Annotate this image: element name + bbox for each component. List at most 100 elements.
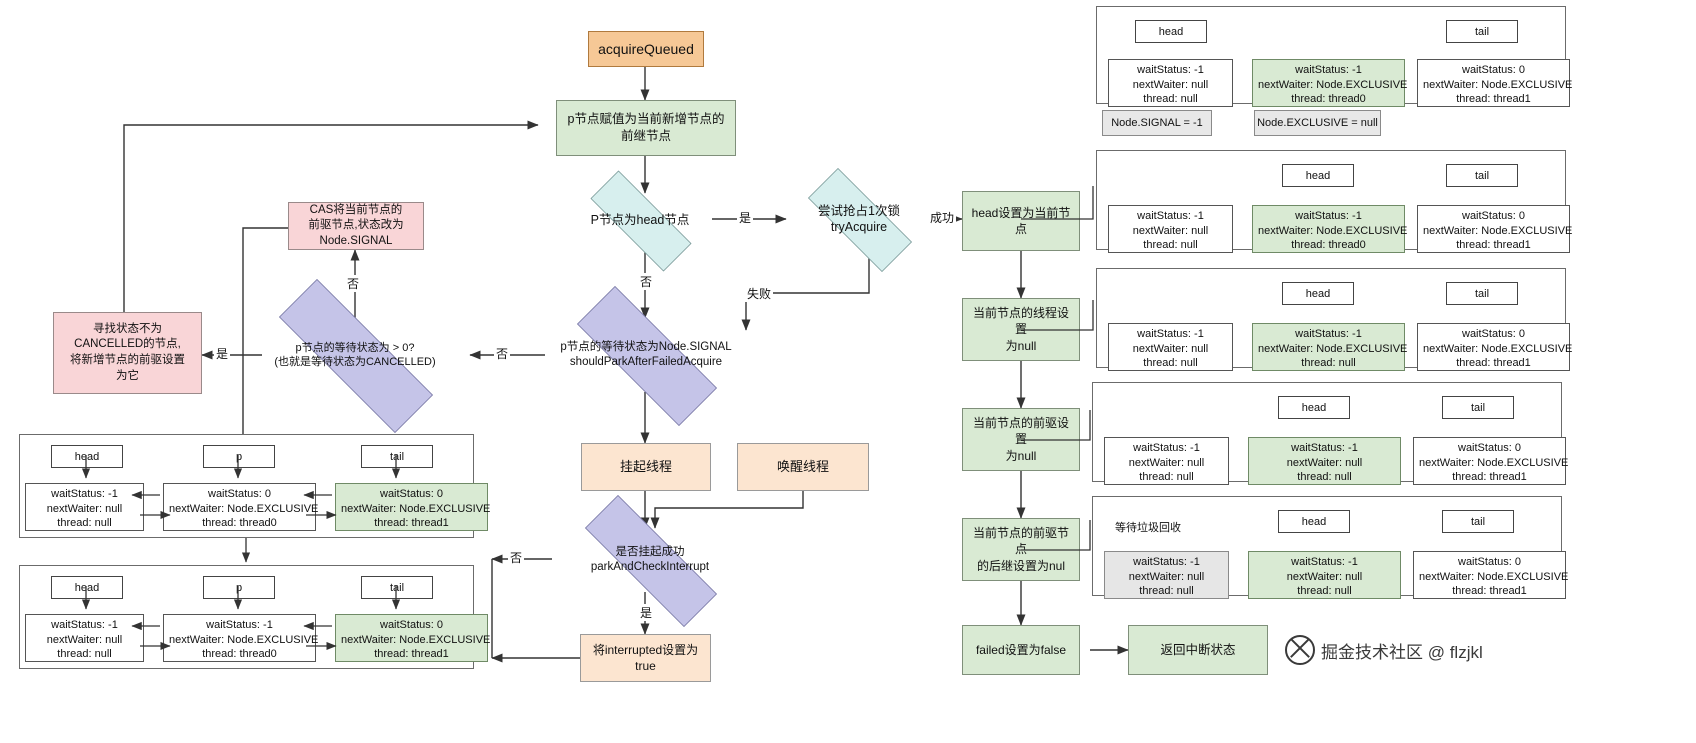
node-return-status[interactable]: 返回中断状态 (1128, 625, 1268, 675)
node-find-not-cancelled-label: 寻找状态不为 CANCELLED的节点, 将新增节点的前驱设置 为它 (70, 322, 185, 382)
cell-nextwaiter: nextWaiter: Node.EXCLUSIVE (341, 633, 491, 646)
edge-label-no-should-park: 否 (494, 345, 511, 362)
pointer-tail-label: tail (1470, 401, 1486, 414)
pointer-tail: tail (1446, 20, 1518, 43)
pointer-head-label: head (1158, 25, 1184, 38)
cell-thread: thread: null (1143, 239, 1198, 252)
cell-thread: thread: thread1 (1456, 239, 1531, 252)
node-thread-null-label: 当前节点的线程设置 为null (972, 306, 1069, 353)
watermark-logo-icon (1285, 635, 1315, 665)
node-cas-signal[interactable]: CAS将当前节点的 前驱节点,状态改为 Node.SIGNAL (288, 202, 424, 250)
node-wake-thread[interactable]: 唤醒线程 (737, 443, 869, 491)
node-cell: waitStatus: -1 nextWaiter: Node.EXCLUSIV… (1252, 205, 1408, 253)
cell-waitstatus: waitStatus: -1 (1137, 210, 1204, 222)
node-acquire-queued-label: acquireQueued (598, 40, 694, 57)
cell-waitstatus: waitStatus: 0 (1458, 442, 1521, 454)
decision-park-success-label: 是否挂起成功 parkAndCheckInterrupt (590, 546, 710, 573)
edge-label-no-cancelled: 否 (345, 275, 362, 292)
edge-label-no-park: 否 (508, 549, 525, 566)
node-cell: waitStatus: -1 nextWaiter: null thread: … (25, 483, 144, 531)
watermark-text: 掘金技术社区 @ flzjkl (1321, 642, 1483, 662)
cell-nextwaiter: nextWaiter: Node.EXCLUSIVE (169, 633, 319, 646)
pointer-tail: tail (1446, 164, 1518, 187)
legend-node-exclusive-label: Node.EXCLUSIVE = null (1257, 117, 1378, 129)
cell-thread: thread: thread0 (202, 648, 277, 661)
node-prev-null[interactable]: 当前节点的前驱设置 为null (962, 408, 1080, 471)
cell-nextwaiter: nextWaiter: null (46, 633, 123, 646)
pointer-head: head (1282, 164, 1354, 187)
pointer-head-label: head (1301, 401, 1327, 414)
node-failed-false[interactable]: failed设置为false (962, 625, 1080, 675)
edge-label-fail: 失败 (745, 285, 774, 302)
pointer-head-label: head (74, 581, 100, 594)
pointer-tail: tail (361, 576, 433, 599)
cell-thread: thread: thread1 (374, 648, 449, 661)
pointer-head-label: head (1305, 169, 1331, 182)
decision-try-acquire[interactable]: 尝试抢占1次锁 tryAcquire (786, 168, 932, 272)
node-cell: waitStatus: -1 nextWaiter: Node.EXCLUSIV… (163, 614, 319, 662)
pointer-head: head (51, 445, 123, 468)
watermark: 掘金技术社区 @ flzjkl (1285, 635, 1483, 665)
node-cell: waitStatus: 0 nextWaiter: Node.EXCLUSIVE… (335, 614, 491, 662)
cell-nextwaiter: nextWaiter: null (1128, 456, 1205, 469)
node-set-head[interactable]: head设置为当前节 点 (962, 191, 1080, 251)
cell-nextwaiter: nextWaiter: Node.EXCLUSIVE (1258, 224, 1408, 237)
node-thread-null[interactable]: 当前节点的线程设置 为null (962, 298, 1080, 361)
cell-waitstatus: waitStatus: 0 (1458, 556, 1521, 568)
cell-thread: thread: null (57, 517, 112, 530)
node-find-not-cancelled[interactable]: 寻找状态不为 CANCELLED的节点, 将新增节点的前驱设置 为它 (53, 312, 202, 394)
node-set-interrupted-label: 将interrupted设置为 true (592, 642, 699, 673)
decision-park-success[interactable]: 是否挂起成功 parkAndCheckInterrupt (552, 495, 748, 627)
node-failed-false-label: failed设置为false (975, 642, 1067, 657)
cell-nextwaiter: nextWaiter: null (1132, 342, 1209, 355)
decision-should-park[interactable]: p节点的等待状态为Node.SIGNAL shouldParkAfterFail… (545, 286, 747, 426)
node-park-thread-label: 挂起线程 (619, 459, 672, 475)
node-assign-p[interactable]: p节点赋值为当前新增节点的前继节点 (556, 100, 736, 156)
right-panel-2: head tail waitStatus: -1 nextWaiter: nul… (1096, 150, 1572, 253)
pointer-head-label: head (1305, 287, 1331, 300)
node-wake-thread-label: 唤醒线程 (776, 459, 829, 475)
cell-nextwaiter: nextWaiter: null (1286, 456, 1363, 469)
pointer-head: head (1278, 510, 1350, 533)
node-cell: waitStatus: -1 nextWaiter: null thread: … (1104, 551, 1229, 599)
node-cell: waitStatus: 0 nextWaiter: Node.EXCLUSIVE… (1417, 323, 1572, 371)
node-park-thread[interactable]: 挂起线程 (581, 443, 711, 491)
pointer-tail: tail (1442, 510, 1514, 533)
cell-thread: thread: null (1143, 357, 1198, 370)
node-prev-next-null[interactable]: 当前节点的前驱节点 的后继设置为nul (962, 518, 1080, 581)
pointer-p-label: p (235, 450, 243, 463)
node-return-status-label: 返回中断状态 (1160, 642, 1236, 657)
cell-waitstatus: waitStatus: -1 (1133, 442, 1200, 454)
pointer-tail-label: tail (1474, 287, 1490, 300)
cell-thread: thread: thread1 (1456, 357, 1531, 370)
cell-thread: thread: null (1143, 93, 1198, 106)
pointer-head: head (1135, 20, 1207, 43)
cell-thread: thread: thread0 (1291, 239, 1366, 252)
cell-nextwaiter: nextWaiter: Node.EXCLUSIVE (1258, 78, 1408, 91)
node-set-interrupted[interactable]: 将interrupted设置为 true (580, 634, 711, 682)
cell-thread: thread: null (1297, 471, 1352, 484)
node-cell: waitStatus: 0 nextWaiter: Node.EXCLUSIVE… (1417, 59, 1572, 107)
cell-waitstatus: waitStatus: -1 (1137, 328, 1204, 340)
node-prev-next-null-label: 当前节点的前驱节点 的后继设置为nul (972, 526, 1069, 573)
pointer-p: p (203, 576, 275, 599)
node-cell: waitStatus: -1 nextWaiter: Node.EXCLUSIV… (1252, 59, 1408, 107)
right-panel-3: head tail waitStatus: -1 nextWaiter: nul… (1096, 268, 1572, 371)
pointer-tail-label: tail (389, 450, 405, 463)
cell-waitstatus: waitStatus: 0 (1462, 64, 1525, 76)
cell-nextwaiter: nextWaiter: null (1128, 570, 1205, 583)
cell-thread: thread: thread1 (1452, 471, 1527, 484)
pointer-tail-label: tail (1474, 25, 1490, 38)
cell-nextwaiter: nextWaiter: Node.EXCLUSIVE (1419, 456, 1569, 469)
node-acquire-queued[interactable]: acquireQueued (588, 31, 704, 67)
cell-nextwaiter: nextWaiter: null (1132, 78, 1209, 91)
pointer-tail: tail (361, 445, 433, 468)
decision-p-is-head[interactable]: P节点为head节点 (568, 170, 712, 272)
cell-waitstatus: waitStatus: -1 (1295, 210, 1362, 222)
edge-label-no-head: 否 (638, 273, 655, 290)
decision-cancelled[interactable]: p节点的等待状态为 > 0? (也就是等待状态为CANCELLED) (240, 279, 470, 433)
cell-waitstatus: waitStatus: -1 (1137, 64, 1204, 76)
pointer-p: p (203, 445, 275, 468)
cell-waitstatus: waitStatus: -1 (51, 619, 118, 631)
cell-nextwaiter: nextWaiter: Node.EXCLUSIVE (1419, 570, 1569, 583)
